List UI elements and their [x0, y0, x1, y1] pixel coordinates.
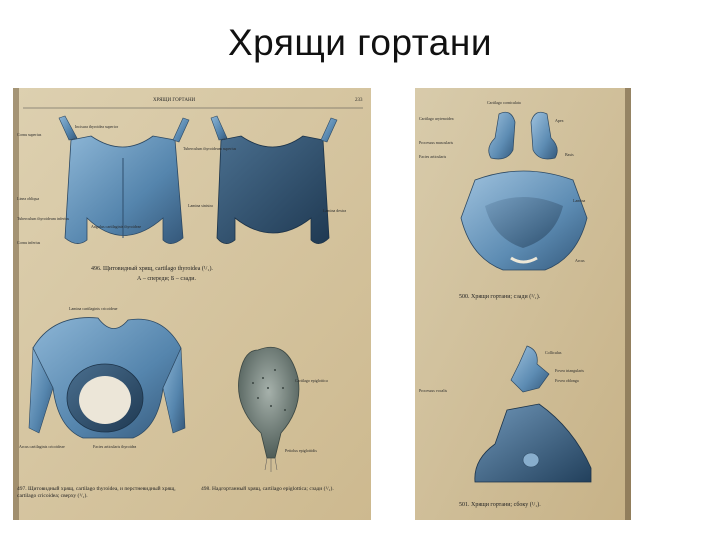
label-lamina-sinistra: Lamina sinistra — [188, 203, 213, 208]
label-lamina-cricoidea: Lamina cartilaginis cricoideae — [69, 306, 118, 311]
arytenoid-cartilage-side — [510, 345, 550, 393]
label-fovea-triangularis: Fovea triangularis — [555, 368, 584, 373]
label-cornu-inferius: Cornu inferius — [17, 240, 41, 245]
thyroid-cartilage-front — [58, 115, 190, 244]
label-cartilago-arytenoidea: Cartilago arytenoidea — [419, 116, 454, 121]
label-apex: Apex — [555, 118, 564, 123]
slide-title: Хрящи гортани — [227, 22, 492, 63]
label-lamina: Lamina — [573, 198, 586, 203]
arytenoid-cartilages-back — [488, 111, 558, 160]
caption-500: 500. Хрящи гортани; сзади (¹/₁). — [459, 294, 541, 300]
label-linea-obliqua: Linea obliqua — [17, 196, 40, 201]
caption-496: 496. Щитовидный хрящ, cartilago thyroide… — [91, 266, 213, 272]
label-colliculus: Colliculus — [545, 350, 562, 355]
caption-498: 498. Надгортанный хрящ, cartilago epiglo… — [201, 486, 334, 492]
caption-501: 501. Хрящи гортани; сбоку (¹/₁). — [459, 502, 541, 508]
cricoid-cartilage-back — [460, 170, 588, 271]
label-arcus: Arcus cartilaginis cricoideae — [19, 444, 65, 449]
label-processus-vocalis: Processus vocalis — [419, 388, 448, 393]
label-fovea-oblonga: Fovea oblonga — [555, 378, 579, 383]
caption-497: 497. Щитовидный хрящ, cartilago thyroide… — [17, 486, 176, 499]
label-lamina-dextra: Lamina dextra — [323, 208, 347, 213]
caption-496-sub: А – спереди; Б – сзади. — [137, 276, 196, 282]
label-facies-articularis: Facies articularis thyroidea — [93, 444, 137, 449]
label-tuberculum: Tuberculum thyroideum superius — [183, 146, 237, 151]
label-incisura-superior: Incisura thyroidea superior — [75, 124, 119, 129]
atlas-page-left-illustration — [13, 88, 371, 520]
atlas-page-right-photo: Cartilago corniculata Apex Cartilago ary… — [415, 88, 631, 520]
epiglottic-cartilage — [238, 346, 300, 472]
thyroid-cricoid-from-above — [28, 317, 186, 439]
label-cartilago-epiglottica: Cartilago epiglottica — [295, 378, 328, 383]
label-petiolus: Petiolus epiglottidis — [285, 448, 317, 453]
label-cartilago-corniculata: Cartilago corniculata — [487, 100, 521, 105]
label-facies-articularis: Facies articularis — [419, 154, 447, 159]
label-processus-muscularis: Processus muscularis — [419, 140, 454, 145]
left-page-number: 233 — [355, 98, 363, 103]
cricoid-cartilage-side — [474, 403, 592, 483]
atlas-page-right-illustration — [415, 88, 631, 520]
atlas-page-left-photo: ХРЯЩИ ГОРТАНИ 233 Cornu superius Incisur… — [13, 88, 371, 520]
label-tuberculum-inferius: Tuberculum thyroideum inferius — [17, 216, 70, 221]
thyroid-cartilage-back — [210, 115, 338, 244]
left-page-header: ХРЯЩИ ГОРТАНИ — [153, 98, 196, 103]
label-cornu-superius: Cornu superius — [17, 132, 42, 137]
label-angulus: Angulus cartilaginis thyroideae — [91, 224, 142, 229]
label-basis: Basis — [565, 152, 574, 157]
label-arcus: Arcus — [575, 258, 585, 263]
